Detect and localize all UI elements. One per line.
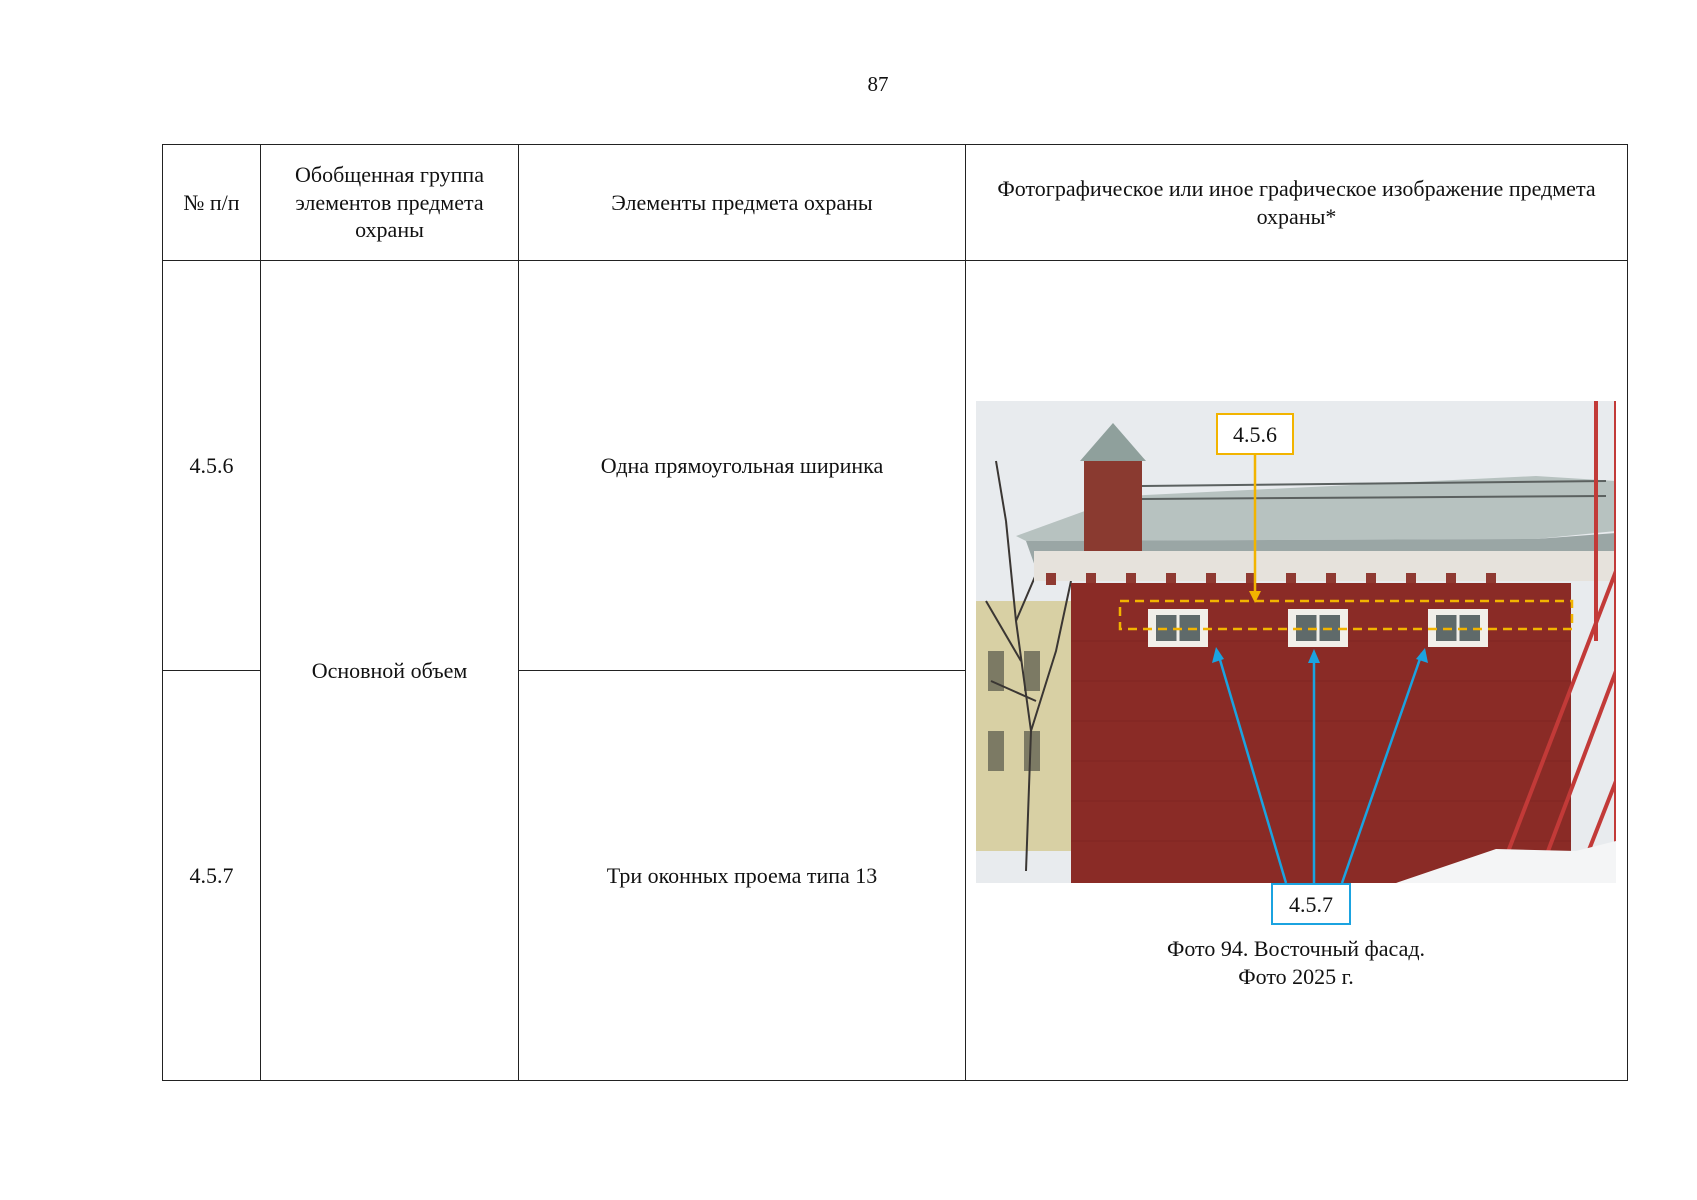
page-number: 87 — [867, 72, 889, 96]
header-number: № п/п — [162, 144, 261, 261]
header-image: Фотографическое или иное графическое изо… — [965, 144, 1628, 261]
row-element: Три оконных проема типа 13 — [518, 670, 966, 1081]
protection-table: № п/п Обобщенная группа элементов предме… — [162, 144, 1628, 1081]
photo-cell: 4.5.6 4.5.7 Фото 94. Восточный фасад. Фо… — [965, 260, 1628, 1081]
facade-photo — [976, 401, 1616, 883]
header-group: Обобщенная группа элементов предмета охр… — [260, 144, 519, 261]
caption-line-2: Фото 2025 г. — [1238, 963, 1354, 989]
table-header-row: № п/п Обобщенная группа элементов предме… — [162, 144, 1628, 261]
caption-line-1: Фото 94. Восточный фасад. — [1166, 936, 1426, 961]
group-cell: Основной объем — [260, 260, 519, 1081]
photo-figure: 4.5.6 4.5.7 — [976, 401, 1616, 925]
row-element: Одна прямоугольная ширинка — [518, 260, 966, 671]
row-number: 4.5.7 — [162, 670, 261, 1081]
callout-4-5-7: 4.5.7 — [1271, 883, 1351, 925]
photo-caption: Фото 94. Восточный фасад. Фото 2025 г. — [966, 935, 1626, 990]
table-row: 4.5.7 Три оконных проема типа 13 — [162, 670, 1628, 1081]
header-elements: Элементы предмета охраны — [518, 144, 966, 261]
callout-4-5-6: 4.5.6 — [1216, 413, 1294, 455]
table-row: 4.5.6 Основной объем Одна прямоугольная … — [162, 260, 1628, 1081]
row-number: 4.5.6 — [162, 260, 261, 671]
